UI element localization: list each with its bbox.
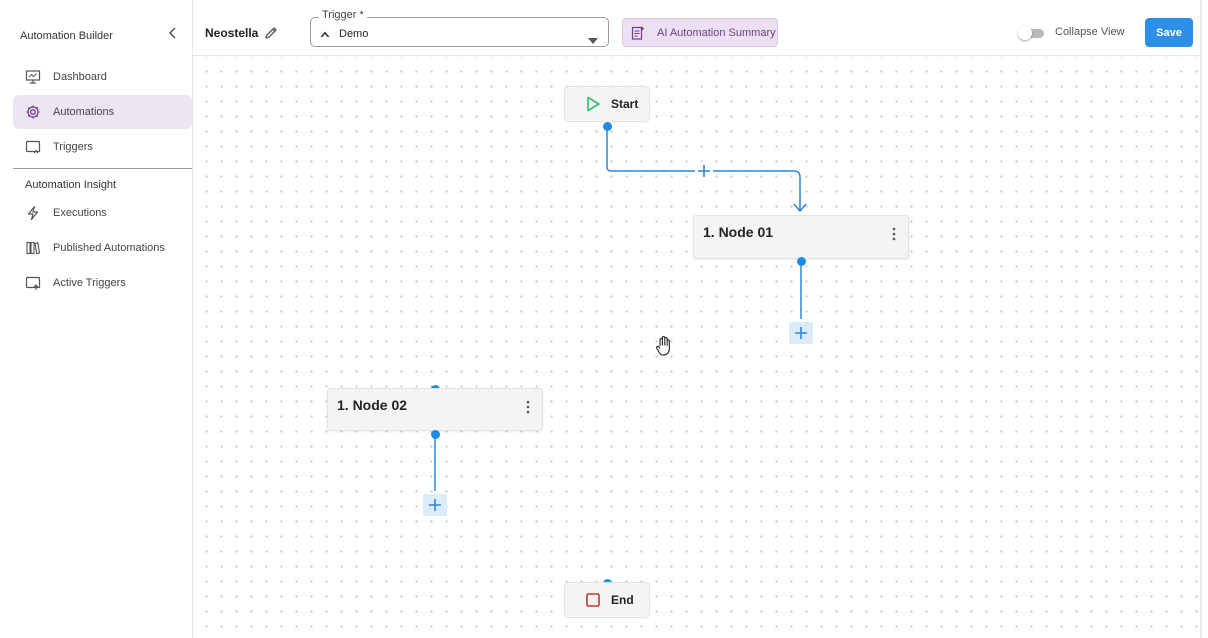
ai-automation-summary-label: AI Automation Summary (657, 26, 776, 39)
library-icon (25, 240, 41, 256)
trigger-icon (25, 139, 41, 155)
sidebar-item-triggers[interactable]: Triggers (13, 130, 192, 164)
dropdown-caret-icon (588, 31, 598, 44)
trigger-select-value: Demo (339, 28, 369, 40)
collapse-view-toggle[interactable] (1018, 26, 1046, 40)
sidebar-item-label: Published Automations (53, 242, 165, 254)
lightning-icon (25, 205, 41, 221)
workflow-node-02[interactable]: 1. Node 02 (327, 388, 543, 431)
trigger-select[interactable]: Trigger * Demo (310, 9, 609, 47)
add-node-button[interactable] (423, 494, 447, 516)
collapse-view-label: Collapse View (1055, 26, 1125, 38)
sidebar-item-automations[interactable]: Automations (13, 95, 192, 129)
toggle-track (1022, 29, 1044, 38)
add-step-button[interactable] (695, 162, 713, 180)
sidebar-item-active-triggers[interactable]: Active Triggers (13, 266, 192, 300)
start-output-handle[interactable] (603, 122, 612, 131)
monitor-icon (25, 69, 41, 85)
sidebar-item-label: Dashboard (53, 71, 107, 83)
workflow-node-01[interactable]: 1. Node 01 (693, 215, 909, 259)
active-trigger-icon (25, 275, 41, 291)
add-node-button[interactable] (789, 322, 813, 344)
sidebar: Automation Builder Dashboard Automations… (0, 0, 193, 638)
node-01-output-handle[interactable] (797, 257, 806, 266)
pencil-edit-icon[interactable] (263, 25, 279, 41)
sidebar-item-executions[interactable]: Executions (13, 196, 192, 230)
sidebar-item-label: Active Triggers (53, 277, 126, 289)
play-icon (585, 96, 601, 112)
workflow-canvas[interactable]: Start 1. Node 01 1. Node 02 (194, 57, 1200, 638)
end-node[interactable]: End (564, 582, 650, 618)
trigger-field-label: Trigger * (319, 9, 367, 21)
more-vertical-icon[interactable] (891, 227, 897, 241)
sidebar-item-published-automations[interactable]: Published Automations (13, 231, 192, 265)
sidebar-item-label: Triggers (53, 141, 93, 153)
collapse-sidebar-chevron-icon[interactable] (166, 25, 180, 41)
hand-grab-cursor-icon (654, 335, 674, 357)
sidebar-item-dashboard[interactable]: Dashboard (13, 60, 192, 94)
builder-toolbar: Neostella Trigger * Demo AI Automation S… (193, 0, 1200, 56)
node-title: 1. Node 02 (337, 397, 408, 413)
stop-square-icon (585, 592, 601, 608)
sidebar-section-title: Automation Insight (25, 179, 117, 191)
trigger-chevron-icon (319, 27, 331, 39)
sidebar-item-label: Executions (53, 207, 107, 219)
window-edge (1200, 0, 1202, 638)
sidebar-title: Automation Builder (20, 30, 113, 42)
start-node-label: Start (611, 97, 639, 111)
end-node-label: End (611, 593, 634, 607)
more-vertical-icon[interactable] (525, 400, 531, 414)
ai-automation-summary-button[interactable]: AI Automation Summary (622, 18, 778, 47)
start-node[interactable]: Start (564, 86, 650, 122)
node-02-output-handle[interactable] (431, 430, 440, 439)
gear-icon (25, 104, 41, 120)
sidebar-header: Automation Builder (20, 25, 180, 42)
arrow-head-icon (793, 203, 807, 213)
sidebar-divider (13, 168, 192, 169)
node-title: 1. Node 01 (703, 224, 774, 240)
save-button[interactable]: Save (1145, 18, 1193, 47)
connector-edges (434, 126, 807, 491)
project-name: Neostella (205, 26, 259, 40)
sidebar-item-label: Automations (53, 106, 115, 118)
ai-document-icon (631, 26, 645, 40)
toggle-knob (1018, 26, 1032, 40)
